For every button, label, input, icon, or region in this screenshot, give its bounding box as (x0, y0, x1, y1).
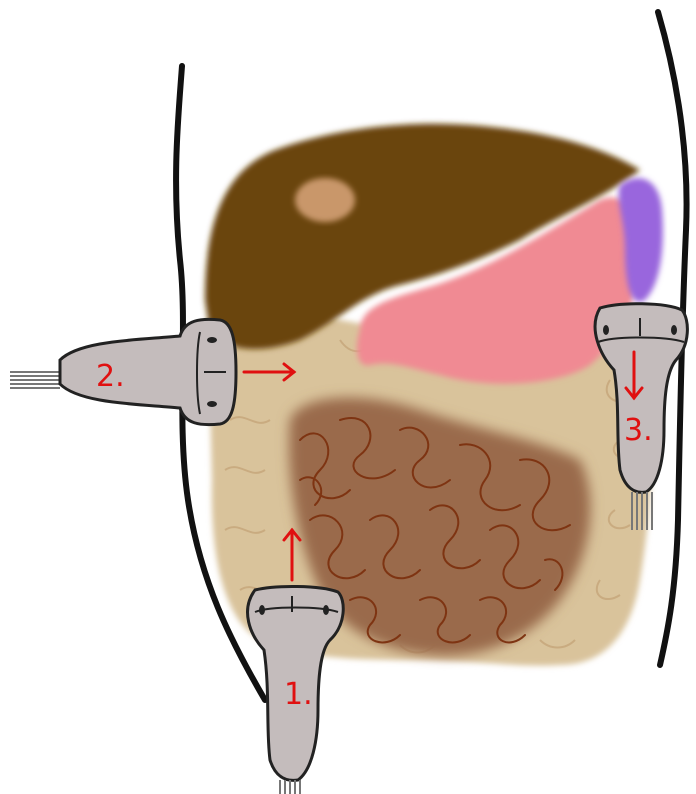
probe-1-label: 1. (284, 677, 313, 712)
probe-3-label: 3. (624, 413, 653, 448)
probe-2-label: 2. (96, 359, 125, 394)
liver-lesion (295, 178, 355, 222)
